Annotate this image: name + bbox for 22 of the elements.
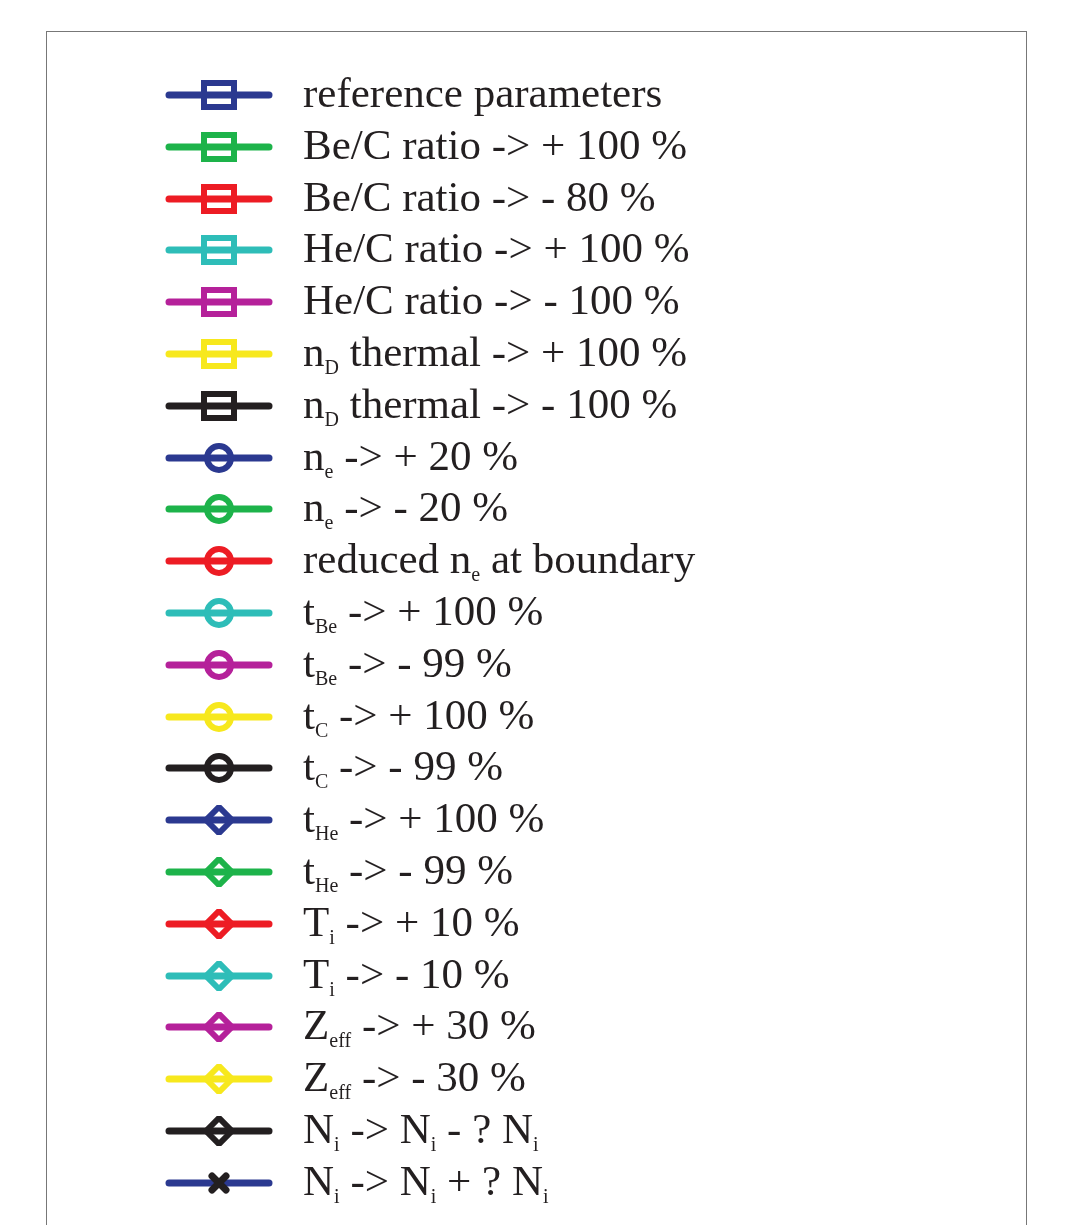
legend-label: t$_{C}$ -> - 99 % xyxy=(303,741,503,795)
legend-label: Be/C ratio -> - 80 % xyxy=(303,171,656,222)
legend-label: Be/C ratio -> + 100 % xyxy=(303,119,688,170)
legend-label: T$_{i}$ -> - 10 % xyxy=(303,948,510,1002)
legend-label: n$_{e}$ -> + 20 % xyxy=(303,430,519,484)
legend-label: t$_{He}$ -> - 99 % xyxy=(303,845,513,898)
legend-label: N$_{i}$ -> N$_{i}$ + ? N$_{i}$ xyxy=(303,1155,549,1209)
legend-label: t$_{He}$ -> + 100 % xyxy=(303,793,545,847)
legend-label: He/C ratio -> + 100 % xyxy=(303,223,690,274)
legend-label: T$_{i}$ -> + 10 % xyxy=(303,896,520,950)
legend-label: t$_{Be}$ -> - 99 % xyxy=(303,637,512,691)
legend-label: Z$_{eff}$ -> + 30 % xyxy=(303,1000,536,1054)
legend-label: reduced n$_{e}$ at boundary xyxy=(303,534,696,588)
legend-label: Z$_{eff}$ -> - 30 % xyxy=(303,1052,526,1106)
legend-label: reference parameters xyxy=(303,68,663,118)
legend-label: n$_{D}$ thermal -> - 100 % xyxy=(303,378,678,432)
legend-label: t$_{Be}$ -> + 100 % xyxy=(303,586,544,639)
legend-label: n$_{D}$ thermal -> + 100 % xyxy=(303,327,688,380)
legend-label: n$_{e}$ -> - 20 % xyxy=(303,482,509,536)
legend-label: N$_{i}$ -> N$_{i}$ - ? N$_{i}$ xyxy=(303,1104,539,1157)
legend-label: He/C ratio -> - 100 % xyxy=(303,275,680,326)
legend-label: t$_{C}$ -> + 100 % xyxy=(303,689,535,743)
